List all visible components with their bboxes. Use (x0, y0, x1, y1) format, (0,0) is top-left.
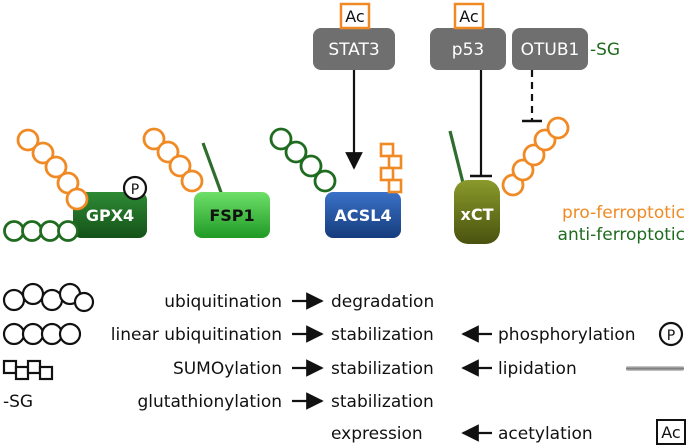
gpx4-linear-ubiquitin-chain (3, 220, 79, 242)
legend-row3-mod: SUMOylation (173, 359, 282, 379)
legend-ac-symbol: Ac (656, 419, 686, 445)
svg-text:Ac: Ac (345, 7, 364, 26)
legend-row5-effect: expression (331, 424, 423, 444)
legend-row2-mod: linear ubiquitination (111, 325, 282, 345)
xct-protein: xCT (454, 180, 500, 244)
p53-inhibits-xct (470, 70, 492, 178)
stat3-label: STAT3 (328, 40, 379, 60)
legend-phosphorylation: phosphorylation (498, 325, 636, 345)
gpx4-phospho-badge: P (122, 175, 148, 201)
xct-ubiquitin-chain (501, 116, 570, 197)
fsp1-ubiquitin-chain (142, 127, 204, 193)
xct-label: xCT (461, 205, 494, 224)
legend-lipid-symbol (626, 366, 684, 371)
key-pro-ferroptotic: pro-ferroptotic (562, 203, 685, 223)
legend-lipidation: lipidation (498, 359, 577, 379)
legend-sumo-symbol (2, 359, 54, 381)
p53-node: p53 (430, 28, 506, 70)
fsp1-lipid-anchor (201, 142, 224, 196)
svg-text:P: P (131, 182, 139, 198)
legend-row1-effect: degradation (331, 292, 434, 312)
stat3-node: STAT3 (313, 28, 395, 70)
legend-row4-mod: glutathionylation (138, 392, 282, 412)
p53-ac-badge: Ac (453, 2, 485, 30)
acsl4-label: ACSL4 (334, 206, 391, 225)
svg-text:P: P (667, 328, 675, 344)
legend-row3-effect: stabilization (331, 359, 434, 379)
legend-row1-mod: ubiquitination (164, 292, 282, 312)
otub1-label: OTUB1 (521, 40, 580, 60)
acsl4-protein: ACSL4 (325, 192, 401, 238)
key-anti-ferroptotic: anti-ferroptotic (558, 225, 685, 245)
svg-text:Ac: Ac (459, 7, 478, 26)
otub1-node: OTUB1 (512, 28, 588, 70)
p53-label: p53 (452, 40, 484, 60)
otub1-sg-label: -SG (590, 40, 620, 60)
acsl4-linear-ubiquitin-chain (269, 127, 337, 193)
legend-sg-symbol: -SG (3, 392, 33, 412)
legend-linear-ubiquitination-symbol (2, 322, 82, 346)
gpx4-ubiquitin-chain (16, 128, 89, 211)
legend-phospho-symbol: P (658, 321, 684, 347)
gpx4-label: GPX4 (86, 206, 134, 225)
otub1-inhibits-ubiquitin (522, 70, 542, 123)
acsl4-sumo-chain (379, 142, 403, 194)
legend-row2-effect: stabilization (331, 325, 434, 345)
legend-row4-effect: stabilization (331, 392, 434, 412)
stat3-ac-badge: Ac (339, 2, 371, 30)
fsp1-protein: FSP1 (194, 192, 270, 238)
fsp1-label: FSP1 (209, 206, 254, 225)
legend-acetylation: acetylation (498, 424, 593, 444)
legend-ubiquitination-symbol (2, 282, 95, 313)
gpx4-protein: GPX4 (73, 192, 147, 238)
svg-text:Ac: Ac (661, 423, 680, 442)
